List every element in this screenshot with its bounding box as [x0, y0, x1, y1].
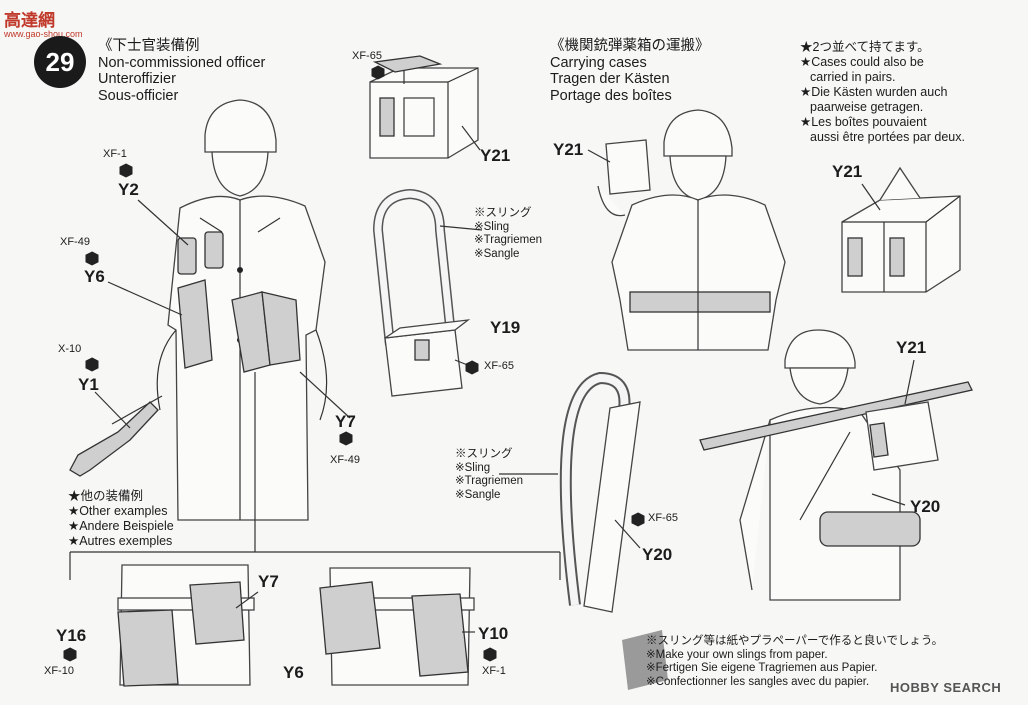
part-label: Y7: [335, 412, 356, 431]
soldier-carrying-case: [597, 109, 786, 351]
paint-code: XF-65: [484, 360, 514, 372]
sling-line: ※Sangle: [474, 247, 520, 260]
sling-label: ※スリング ※Sling ※Tragriemen ※Sangle: [455, 448, 523, 502]
note-line: ★Cases could also be: [800, 55, 924, 69]
title-en: Non-commissioned officer: [98, 54, 266, 71]
note-line: ★2つ並べて持てます。: [800, 40, 930, 54]
paint-code: XF-1: [103, 148, 127, 160]
part-label: Y21: [896, 338, 927, 357]
sling-line: ※Tragriemen: [455, 475, 524, 487]
bag-y19: [372, 188, 471, 397]
paint-code: X-10: [58, 343, 82, 355]
paint-code: XF-49: [330, 454, 360, 466]
part-label: Y6: [283, 663, 304, 682]
paper-icon: [622, 630, 668, 690]
part-label: Y21: [832, 162, 863, 181]
part-label: Y1: [78, 375, 99, 394]
title-de: Unteroffizier: [98, 71, 176, 87]
note-line: ★Les boîtes pouvaient: [800, 115, 927, 129]
footnote-line: ※Confectionner les sangles avec du papie…: [646, 675, 870, 688]
example-line: ★Andere Beispiele: [68, 519, 174, 533]
part-label: Y6: [84, 267, 105, 286]
site-logo: 高達網 www.gao-shou.com: [4, 6, 83, 39]
pairs-note: ★2つ並べて持てます。 ★Cases could also be carried…: [800, 40, 965, 145]
belt-detail-right: [319, 567, 475, 686]
part-label: Y21: [480, 146, 511, 165]
section-title-carrying: 《機関銃弾薬箱の運搬》 Carrying cases Tragen der Kä…: [550, 38, 710, 104]
sling-line: ※スリング: [455, 448, 513, 460]
example-line: ★Autres exemples: [68, 534, 173, 548]
note-line: ★Die Kästen wurden auch: [800, 85, 948, 99]
paint-code: XF-10: [44, 665, 74, 677]
part-label: Y20: [910, 497, 941, 516]
sling-y20: [559, 371, 641, 613]
footnote-line: ※Make your own slings from paper.: [646, 648, 828, 661]
part-label: Y19: [490, 318, 521, 337]
sling-label: ※スリング ※Sling ※Tragriemen ※Sangle: [474, 207, 542, 261]
footnote: ※スリング等は紙やプラペーパーで作ると良いでしょう。 ※Make your ow…: [646, 635, 943, 689]
title-fr: Portage des boîtes: [550, 87, 672, 104]
part-label: Y7: [258, 572, 279, 591]
note-line: carried in pairs.: [810, 70, 896, 84]
note-line: paarweise getragen.: [810, 100, 924, 114]
title-de: Tragen der Kästen: [550, 71, 670, 87]
title-en: Carrying cases: [550, 54, 647, 71]
footnote-line: ※スリング等は紙やプラペーパーで作ると良いでしょう。: [646, 635, 944, 647]
example-line: ★他の装備例: [68, 489, 144, 503]
paint-code: XF-49: [60, 236, 90, 248]
sling-line: ※Sling: [455, 461, 491, 474]
soldier-with-rifle: [699, 329, 973, 601]
logo-domain: www.gao-shou.com: [4, 29, 83, 39]
section-title-nco: 《下士官装備例 Non-commissioned officer Unterof…: [98, 38, 265, 104]
sling-line: ※Sangle: [455, 488, 501, 501]
other-examples-note: ★他の装備例 ★Other examples ★Andere Beispiele…: [68, 489, 174, 549]
sling-line: ※Sling: [474, 220, 510, 233]
title-jp: 《機関銃弾薬箱の運搬》: [550, 38, 710, 54]
nco-figure: [69, 99, 328, 521]
part-label: Y20: [642, 545, 673, 564]
paint-code: XF-65: [648, 512, 678, 524]
title-jp: 《下士官装備例: [98, 38, 200, 54]
step-badge: 29: [34, 36, 86, 88]
example-line: ★Other examples: [68, 504, 168, 518]
title-fr: Sous-officier: [98, 87, 179, 104]
paint-code: XF-1: [482, 665, 506, 677]
part-label: Y10: [478, 624, 509, 643]
belt-detail-left: [117, 564, 255, 687]
paired-ammo-boxes: [841, 166, 961, 293]
footnote-line: ※Fertigen Sie eigene Tragriemen aus Papi…: [646, 662, 878, 674]
step-number: 29: [45, 46, 75, 77]
logo-text: 高達網: [4, 11, 55, 30]
paint-code: XF-65: [352, 50, 382, 62]
note-line: aussi être portées par deux.: [810, 130, 965, 144]
sling-line: ※スリング: [474, 207, 532, 219]
ammo-box-y21: [369, 55, 479, 159]
watermark-hobbysearch: HOBBY SEARCH: [890, 680, 1002, 695]
part-label: Y16: [56, 626, 87, 645]
part-label: Y21: [553, 140, 584, 159]
part-label: Y2: [118, 180, 139, 199]
sling-line: ※Tragriemen: [474, 234, 543, 246]
